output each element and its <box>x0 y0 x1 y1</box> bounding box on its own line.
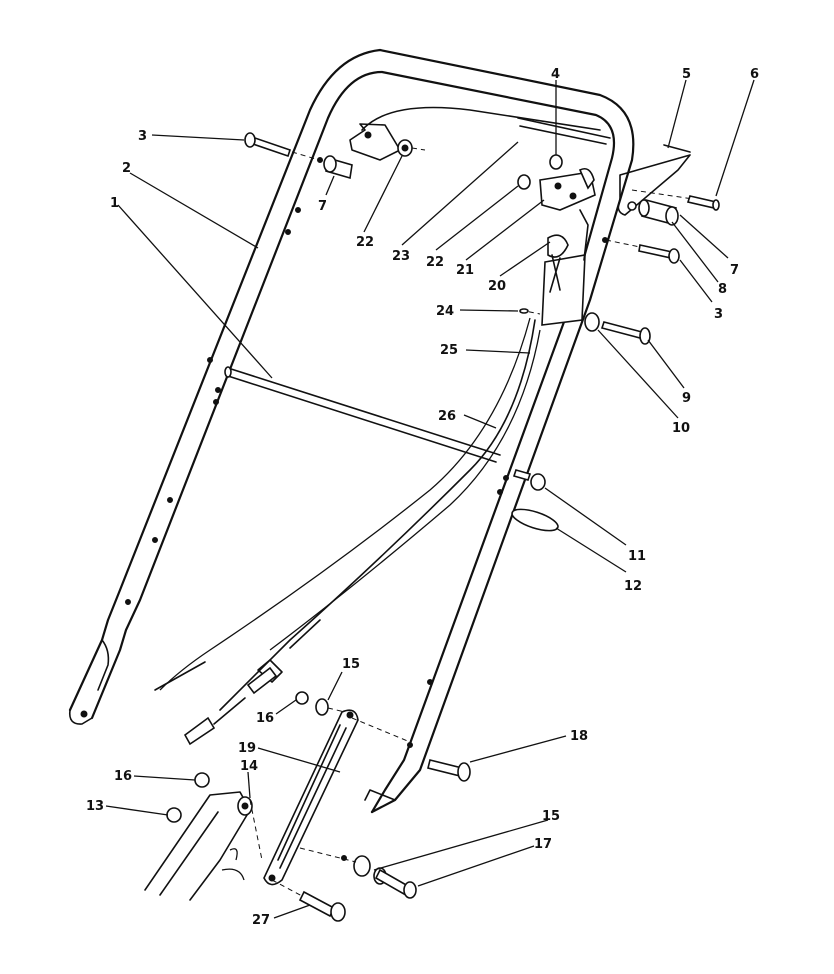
label-part-22: 22 <box>356 235 374 250</box>
cross-bar <box>224 366 501 463</box>
label-part-17: 17 <box>534 837 552 852</box>
label-part-5: 5 <box>682 67 691 82</box>
label-part-1: 1 <box>110 196 119 211</box>
left-upper-hardware <box>244 123 426 180</box>
lower-link-hardware <box>144 691 471 922</box>
label-part-15: 15 <box>542 809 560 824</box>
label-part-13: 13 <box>86 799 104 814</box>
label-part-12: 12 <box>624 579 642 594</box>
label-part-7: 7 <box>318 199 327 214</box>
label-part-11: 11 <box>628 549 646 564</box>
label-part-19: 19 <box>238 741 256 756</box>
label-part-15: 15 <box>342 657 360 672</box>
label-part-24: 24 <box>436 304 454 319</box>
label-part-25: 25 <box>440 343 458 358</box>
label-part-27: 27 <box>252 913 270 928</box>
label-part-18: 18 <box>570 729 588 744</box>
label-part-23: 23 <box>392 249 410 264</box>
label-part-3: 3 <box>138 129 147 144</box>
label-part-14: 14 <box>240 759 258 774</box>
control-bracket <box>517 154 596 326</box>
right-side-hardware <box>511 239 680 532</box>
leader-lines <box>105 79 755 919</box>
label-part-22: 22 <box>426 255 444 270</box>
handle-frame <box>68 48 635 861</box>
upper-bracket <box>617 144 720 226</box>
label-part-2: 2 <box>122 161 131 176</box>
label-part-20: 20 <box>488 279 506 294</box>
label-part-16: 16 <box>114 769 132 784</box>
label-part-6: 6 <box>750 67 759 82</box>
label-part-8: 8 <box>718 282 727 297</box>
label-part-4: 4 <box>551 67 560 82</box>
label-part-16: 16 <box>256 711 274 726</box>
label-part-26: 26 <box>438 409 456 424</box>
label-part-21: 21 <box>456 263 474 278</box>
label-part-7: 7 <box>730 263 739 278</box>
label-part-3: 3 <box>714 307 723 322</box>
control-cables <box>154 317 541 746</box>
label-part-9: 9 <box>682 391 691 406</box>
label-part-10: 10 <box>672 421 690 436</box>
part-number-labels: 1 2 3 3 4 5 6 7 7 8 9 10 11 12 13 14 15 … <box>86 67 759 928</box>
